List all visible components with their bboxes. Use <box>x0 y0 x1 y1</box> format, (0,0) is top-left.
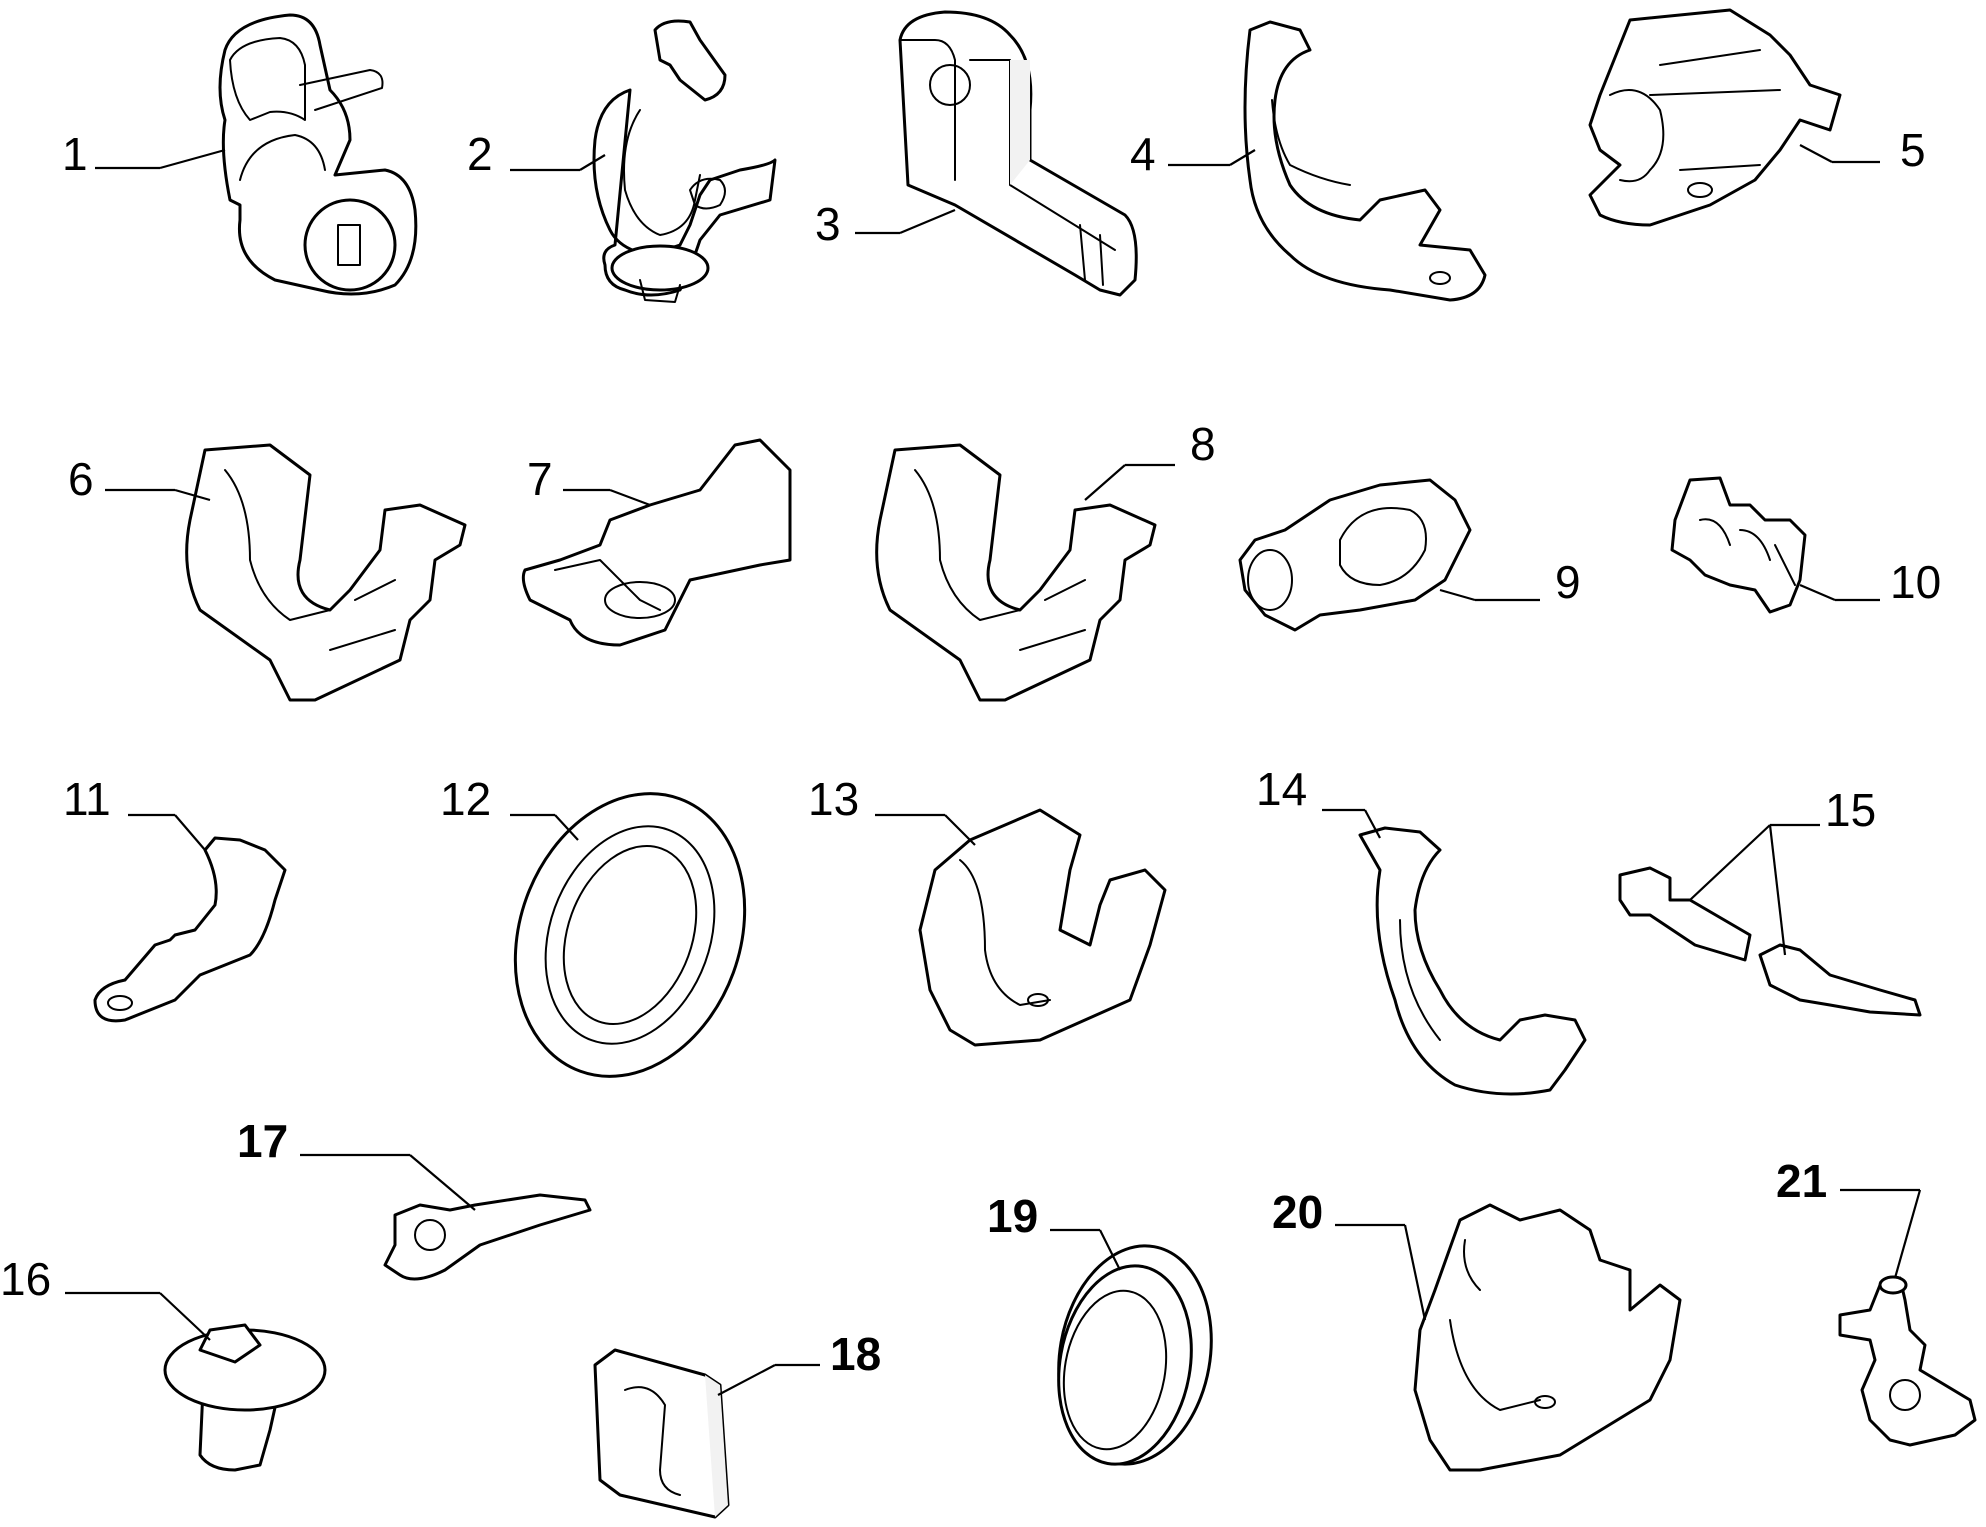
callout-4: 4 <box>1130 128 1156 180</box>
leader-11b <box>174 814 206 851</box>
part-13-clip <box>918 808 1167 1047</box>
leader-4b <box>1229 149 1256 166</box>
callout-2: 2 <box>467 128 493 180</box>
callout-20: 20 <box>1272 1186 1323 1238</box>
callout-1: 1 <box>62 128 88 180</box>
part-14-strap <box>1358 826 1587 1096</box>
leader-9 <box>1439 588 1476 602</box>
leader-20b <box>1403 1224 1427 1321</box>
leader-12b <box>554 814 579 841</box>
leader-16b <box>159 1292 211 1341</box>
part-6-holder <box>185 443 467 702</box>
callout-6: 6 <box>68 453 94 505</box>
callout-11: 11 <box>63 773 111 825</box>
callout-9: 9 <box>1555 556 1581 608</box>
part-7-saddle <box>521 438 792 647</box>
part-8-holder <box>875 443 1157 702</box>
leader-18 <box>717 1364 776 1396</box>
part-3-bracket <box>898 10 1138 297</box>
leader-21b <box>1893 1189 1922 1279</box>
callout-10: 10 <box>1890 556 1941 608</box>
part-2-clip <box>592 19 777 303</box>
part-1-clip <box>218 13 418 296</box>
part-15-tie <box>1618 866 1922 1017</box>
leader-19b <box>1099 1229 1121 1271</box>
leader-6b <box>174 488 211 502</box>
part-18-clip <box>593 1348 730 1519</box>
leader-15a <box>1689 824 1771 901</box>
part-20-clip <box>1413 1203 1682 1472</box>
callout-8: 8 <box>1190 418 1216 470</box>
part-9-clip <box>1238 478 1472 632</box>
callout-18: 18 <box>830 1328 881 1380</box>
callout-14: 14 <box>1256 763 1307 815</box>
leader-17b <box>409 1154 476 1211</box>
callout-3: 3 <box>815 198 841 250</box>
part-19-plug <box>1057 1244 1213 1466</box>
part-11-strap <box>93 836 287 1023</box>
leader-13b <box>944 814 976 846</box>
leader-2b <box>579 154 606 171</box>
callout-13: 13 <box>808 773 859 825</box>
part-21-clip <box>1838 1275 1977 1447</box>
callout-7: 7 <box>527 453 553 505</box>
callout-15: 15 <box>1825 784 1876 836</box>
callout-16: 16 <box>0 1253 51 1305</box>
part-12-grommet <box>513 792 747 1078</box>
callout-21: 21 <box>1776 1155 1827 1207</box>
callout-17: 17 <box>237 1115 288 1167</box>
part-4-strap <box>1243 20 1487 302</box>
leader-1b <box>159 148 226 170</box>
callout-19: 19 <box>987 1190 1038 1242</box>
leader-7b <box>609 488 651 507</box>
part-5-clip <box>1588 8 1842 227</box>
leader-14b <box>1364 809 1381 839</box>
leader-8 <box>1084 464 1126 501</box>
part-17-tie <box>383 1193 592 1281</box>
leader-3b <box>899 208 956 235</box>
part-10-clip <box>1670 476 1807 614</box>
callout-5: 5 <box>1900 124 1926 176</box>
leader-5b <box>1799 144 1833 163</box>
leader-10 <box>1799 583 1836 602</box>
leader-15b <box>1768 824 1787 956</box>
part-16-rivet <box>163 1323 327 1472</box>
callout-12: 12 <box>440 773 491 825</box>
